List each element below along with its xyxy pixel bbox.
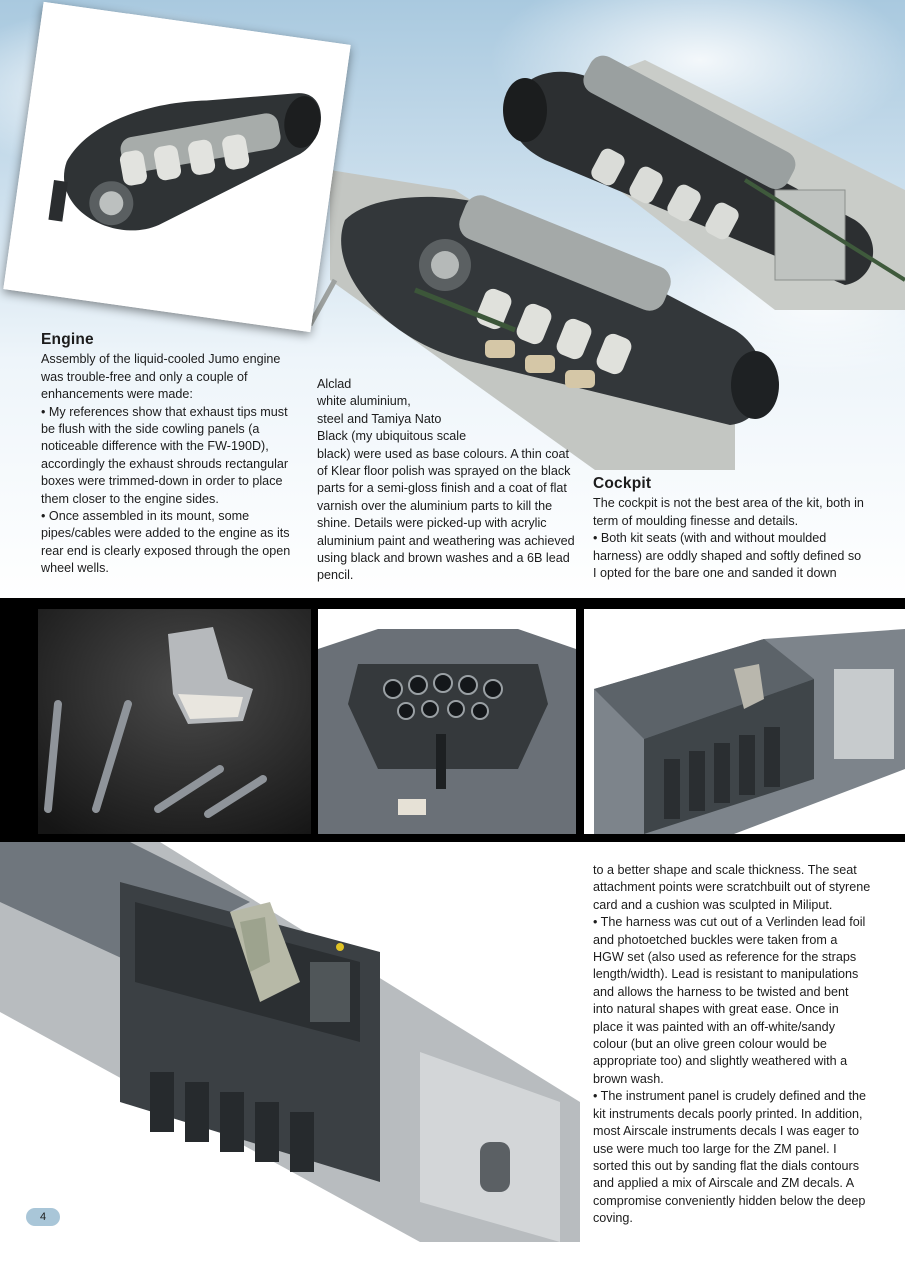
engine-model-inset: [48, 93, 321, 231]
engine-heading: Engine: [41, 331, 94, 348]
fuselage-cockpit-model: [0, 842, 580, 1242]
seat-harness-photo: [38, 609, 311, 834]
finish-text: Alclad white aluminium, steel and Tamiya…: [317, 376, 579, 585]
finish-line-4: Black (my ubiquitous scale: [317, 429, 467, 444]
engine-intro: Assembly of the liquid-cooled Jumo engin…: [41, 352, 281, 402]
cockpit-text: Cockpit The cockpit is not the best area…: [593, 475, 868, 582]
cockpit-model: [318, 629, 576, 834]
engine-inset-photo: [3, 1, 351, 333]
cockpit-bullet-harness: • The harness was cut out of a Verlinden…: [593, 915, 866, 1086]
engine-model-front: [307, 170, 779, 470]
engine-bullet-exhaust: • My references show that exhaust tips m…: [41, 404, 289, 506]
cockpit-bullet-panel: • The instrument panel is crudely define…: [593, 1089, 867, 1226]
finish-line-2: white aluminium,: [317, 394, 411, 409]
engine-model-back: [503, 55, 905, 310]
finish-line-3: steel and Tamiya Nato: [317, 411, 442, 426]
engine-text: Engine Assembly of the liquid-cooled Jum…: [41, 331, 303, 578]
finish-body: black) were used as base colours. A thin…: [317, 446, 575, 583]
cockpit-intro: The cockpit is not the best area of the …: [593, 496, 864, 528]
cockpit-continued-intro: to a better shape and scale thickness. T…: [593, 863, 871, 912]
fuselage-section-model: [594, 629, 905, 834]
finish-line-1: Alclad: [317, 377, 352, 391]
instrument-panel-photo: [318, 609, 576, 834]
seat-model: [168, 627, 253, 724]
cockpit-continued-text: to a better shape and scale thickness. T…: [593, 862, 871, 1228]
harness-straps: [44, 700, 267, 818]
cockpit-tub-photo: [584, 609, 905, 834]
engine-photo-large: [215, 40, 905, 470]
cockpit-detail-photo: [0, 842, 580, 1242]
page-number: 4: [26, 1208, 60, 1226]
cockpit-bullet-seats: • Both kit seats (with and without mould…: [593, 531, 862, 581]
engine-bullet-pipes: • Once assembled in its mount, some pipe…: [41, 509, 291, 576]
cockpit-heading: Cockpit: [593, 475, 652, 492]
